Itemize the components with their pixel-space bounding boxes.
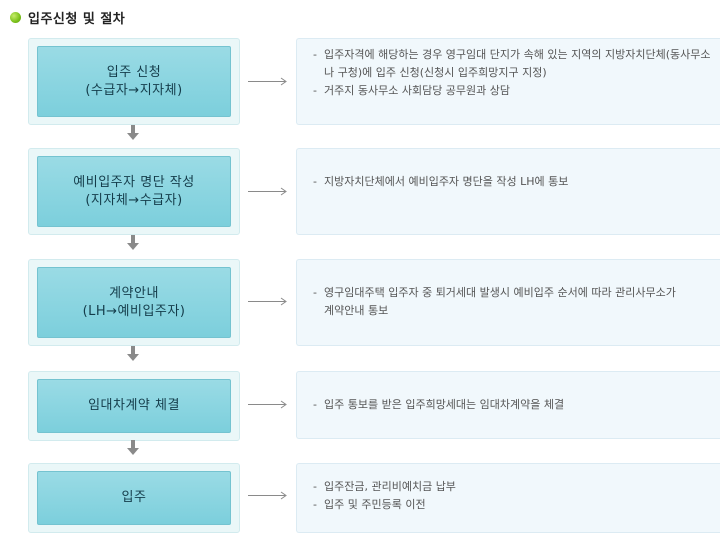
description-item: - 입주 통보를 받은 입주희망세대는 임대차계약을 체결	[313, 398, 565, 411]
step-frame: 예비입주자 명단 작성 (지자체→수급자)	[28, 148, 240, 235]
right-arrow-icon	[248, 187, 287, 196]
right-arrow-icon	[248, 77, 287, 86]
step-subtitle: (LH→예비입주자)	[82, 303, 186, 319]
green-bullet-icon	[10, 11, 21, 23]
down-arrow-icon	[127, 125, 139, 140]
step-subtitle: (수급자→지자체)	[85, 82, 183, 98]
step-description: - 지방자치단체에서 예비입주자 명단을 작성 LH에 통보	[296, 148, 720, 235]
step-subtitle: (지자체→수급자)	[85, 192, 183, 208]
step-description: - 영구임대주택 입주자 중 퇴거세대 발생시 예비입주 순서에 따라 관리사무…	[296, 259, 720, 346]
description-list: - 입주 통보를 받은 입주희망세대는 임대차계약을 체결	[313, 396, 713, 414]
step-frame: 계약안내 (LH→예비입주자)	[28, 259, 240, 346]
description-item: - 입주잔금, 관리비예치금 납부	[313, 480, 456, 493]
section-heading: 입주신청 및 절차	[10, 8, 126, 27]
description-item: - 거주지 동사무소 사회담당 공무원과 상담	[313, 84, 511, 97]
step-frame: 임대차계약 체결	[28, 371, 240, 441]
step-frame: 입주	[28, 463, 240, 533]
step-description: - 입주잔금, 관리비예치금 납부 - 입주 및 주민등록 이전	[296, 463, 720, 533]
description-list: - 영구임대주택 입주자 중 퇴거세대 발생시 예비입주 순서에 따라 관리사무…	[313, 284, 681, 320]
right-arrow-icon	[248, 297, 287, 306]
description-item: - 입주 및 주민등록 이전	[313, 498, 426, 511]
step-title: 예비입주자 명단 작성	[73, 174, 195, 190]
section-title: 입주신청 및 절차	[28, 11, 126, 27]
step-frame: 입주 신청 (수급자→지자체)	[28, 38, 240, 125]
right-arrow-icon	[248, 491, 287, 500]
step-description: - 입주 통보를 받은 입주희망세대는 임대차계약을 체결	[296, 371, 720, 439]
description-list: - 입주잔금, 관리비예치금 납부 - 입주 및 주민등록 이전	[313, 478, 713, 514]
down-arrow-icon	[127, 346, 139, 361]
description-list: - 지방자치단체에서 예비입주자 명단을 작성 LH에 통보	[313, 173, 571, 191]
step-box: 예비입주자 명단 작성 (지자체→수급자)	[37, 156, 231, 227]
description-list: - 입주자격에 해당하는 경우 영구임대 단지가 속해 있는 지역의 지방자치단…	[313, 46, 713, 100]
description-item: - 입주자격에 해당하는 경우 영구임대 단지가 속해 있는 지역의 지방자치단…	[313, 48, 711, 79]
down-arrow-icon	[127, 440, 139, 455]
step-title: 입주 신청	[106, 64, 162, 80]
step-title: 계약안내	[109, 285, 159, 301]
step-box: 입주	[37, 471, 231, 525]
right-arrow-icon	[248, 400, 287, 409]
down-arrow-icon	[127, 235, 139, 250]
step-description: - 입주자격에 해당하는 경우 영구임대 단지가 속해 있는 지역의 지방자치단…	[296, 38, 720, 125]
description-item: - 영구임대주택 입주자 중 퇴거세대 발생시 예비입주 순서에 따라 관리사무…	[313, 286, 676, 317]
description-item: - 지방자치단체에서 예비입주자 명단을 작성 LH에 통보	[313, 175, 569, 188]
step-box: 임대차계약 체결	[37, 379, 231, 433]
step-title: 임대차계약 체결	[88, 398, 180, 413]
step-title: 입주	[121, 490, 147, 505]
step-box: 계약안내 (LH→예비입주자)	[37, 267, 231, 338]
step-box: 입주 신청 (수급자→지자체)	[37, 46, 231, 117]
